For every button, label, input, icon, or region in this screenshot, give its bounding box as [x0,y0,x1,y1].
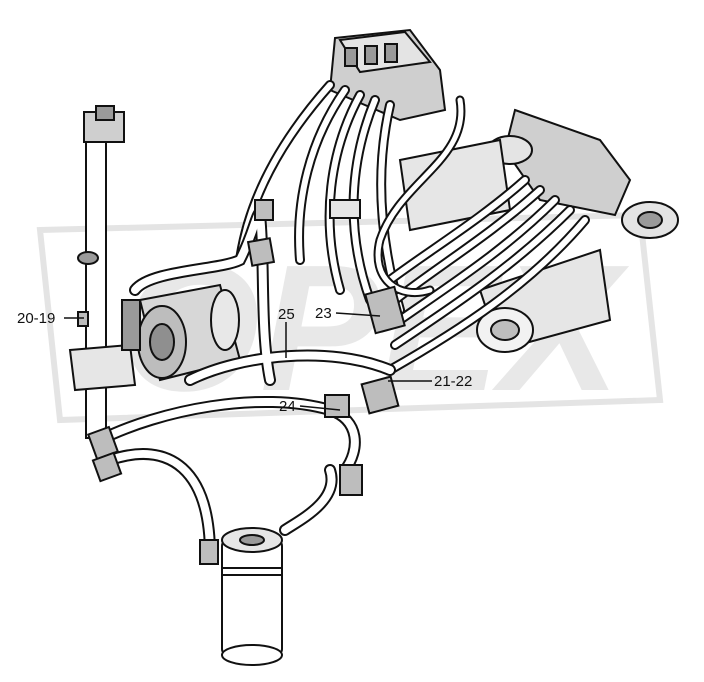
callout-25: 25 [278,306,295,323]
level-tube [68,105,137,439]
callout-21-22: 21-22 [434,373,473,390]
callout-24: 24 [279,398,296,415]
hose-fittings [77,199,406,565]
callout-23: 23 [315,305,332,322]
cylinder-body [398,138,612,353]
filter-canister [221,527,283,666]
pump-motor [121,283,242,382]
leader-lines [64,312,432,411]
callout-20-19: 20-19 [17,310,56,327]
